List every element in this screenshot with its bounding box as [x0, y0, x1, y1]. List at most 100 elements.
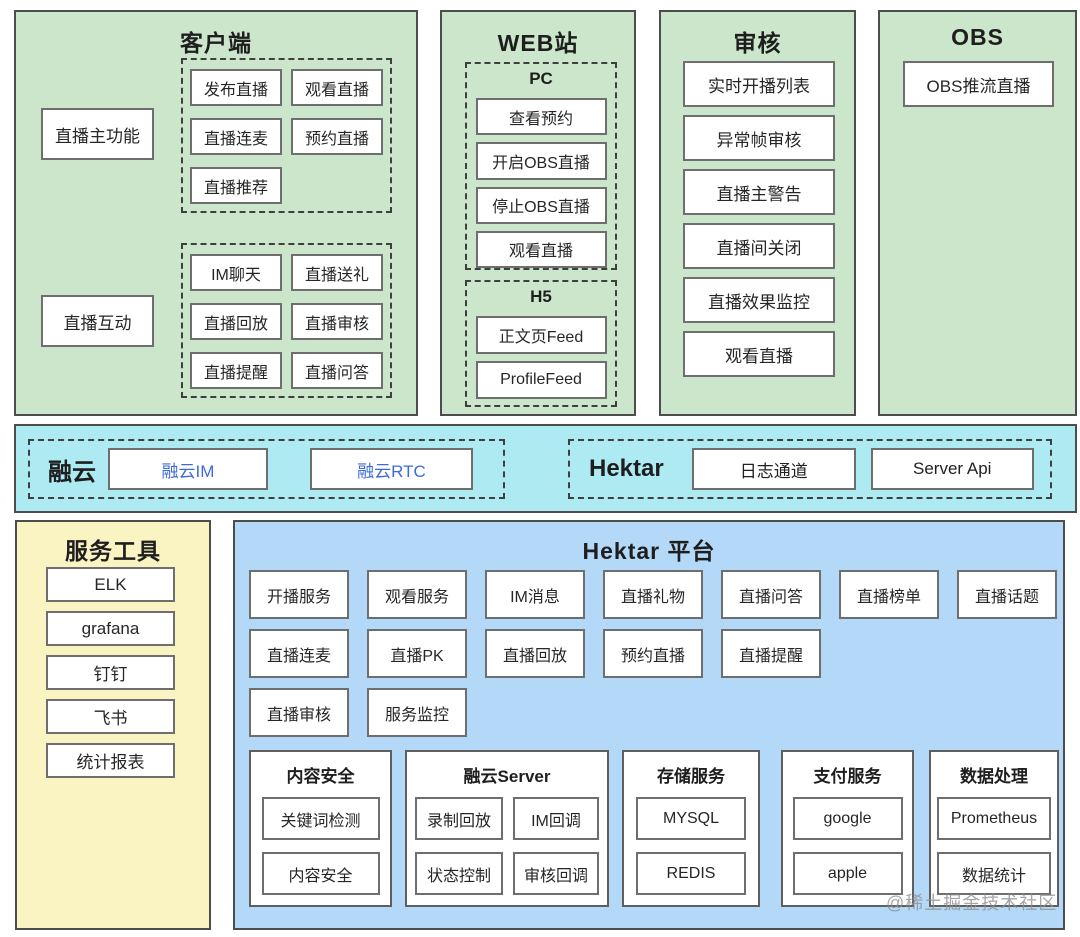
- group-item: Prometheus: [937, 797, 1051, 840]
- obs-item: OBS推流直播: [903, 61, 1054, 107]
- web-h5-item: 正文页Feed: [475, 316, 607, 354]
- rongcloud-item: 融云RTC: [310, 448, 473, 490]
- platform-service: 开播服务: [249, 570, 349, 619]
- rongcloud-group: 融云 融云IM 融云RTC: [28, 439, 505, 499]
- feature-box: 直播回放: [190, 303, 282, 340]
- review-item: 直播间关闭: [683, 223, 835, 269]
- feature-box: 直播推荐: [190, 167, 282, 204]
- group-item: 录制回放: [415, 797, 503, 840]
- platform-service: 服务监控: [367, 688, 467, 737]
- feature-box: 直播送礼: [291, 254, 383, 291]
- platform-service: 直播提醒: [721, 629, 821, 678]
- platform-service: 直播PK: [367, 629, 467, 678]
- feature-box: 发布直播: [190, 69, 282, 106]
- platform-services-row1: 开播服务 观看服务 IM消息 直播礼物 直播问答 直播榜单 直播话题: [249, 570, 1057, 619]
- web-pc-item: 停止OBS直播: [475, 186, 607, 224]
- hektar-gateway-item: 日志通道: [691, 448, 856, 490]
- tools-item-stack: ELK grafana 钉钉 飞书 统计报表: [46, 567, 175, 778]
- feature-box: 预约直播: [291, 118, 383, 155]
- platform-section: Hektar 平台 开播服务 观看服务 IM消息 直播礼物 直播问答 直播榜单 …: [233, 520, 1065, 930]
- hektar-gateway-label: Hektar: [589, 455, 664, 482]
- platform-services-row2: 直播连麦 直播PK 直播回放 预约直播 直播提醒: [249, 629, 821, 678]
- client-role-interact-box: 直播互动: [41, 295, 154, 347]
- web-pc-group: PC 查看预约 开启OBS直播 停止OBS直播 观看直播: [465, 62, 617, 270]
- platform-service: 直播回放: [485, 629, 585, 678]
- rongcloud-item: 融云IM: [108, 448, 268, 490]
- review-item: 直播效果监控: [683, 277, 835, 323]
- obs-section-title: OBS: [951, 24, 1004, 50]
- client-interact-feature-group: IM聊天 直播送礼 直播回放 直播审核 直播提醒 直播问答: [181, 243, 392, 398]
- platform-service: 直播审核: [249, 688, 349, 737]
- tools-section: 服务工具 ELK grafana 钉钉 飞书 统计报表: [15, 520, 211, 930]
- group-item: google: [792, 797, 903, 840]
- review-section: 审核 实时开播列表 异常帧审核 直播主警告 直播间关闭 直播效果监控 观看直播: [659, 10, 856, 416]
- platform-service: IM消息: [485, 570, 585, 619]
- review-item: 异常帧审核: [683, 115, 835, 161]
- feature-box: 直播提醒: [190, 352, 282, 389]
- review-item: 观看直播: [683, 331, 835, 377]
- group-item: apple: [792, 852, 903, 895]
- group-item: 审核回调: [513, 852, 599, 895]
- content-security-title: 内容安全: [286, 767, 355, 786]
- rongcloud-label: 融云: [48, 458, 96, 486]
- web-pc-label: PC: [529, 69, 553, 88]
- platform-service: 直播连麦: [249, 629, 349, 678]
- data-processing-group: 数据处理 Prometheus 数据统计: [929, 750, 1059, 907]
- web-pc-item: 观看直播: [475, 230, 607, 268]
- group-item: 数据统计: [937, 852, 1051, 895]
- feature-box: IM聊天: [190, 254, 282, 291]
- client-section: 客户端 直播主功能 直播互动 发布直播 观看直播 直播连麦 预约直播 直播推荐 …: [14, 10, 418, 416]
- tool-item: grafana: [46, 611, 175, 646]
- hektar-gateway-item: Server Api: [870, 448, 1034, 490]
- rongcloud-server-group: 融云Server 录制回放 IM回调 状态控制 审核回调: [405, 750, 609, 907]
- review-item: 实时开播列表: [683, 61, 835, 107]
- obs-section: OBS OBS推流直播: [878, 10, 1077, 416]
- payment-group: 支付服务 google apple: [781, 750, 914, 907]
- payment-title: 支付服务: [813, 767, 882, 786]
- tool-item: 钉钉: [46, 655, 175, 690]
- web-h5-group: H5 正文页Feed ProfileFeed: [465, 280, 617, 407]
- storage-title: 存储服务: [657, 767, 725, 786]
- rongcloud-server-title: 融云Server: [463, 767, 551, 786]
- platform-services-row3: 直播审核 服务监控: [249, 688, 467, 737]
- client-role-host-box: 直播主功能: [41, 108, 154, 160]
- platform-service: 直播话题: [957, 570, 1057, 619]
- web-pc-item: 开启OBS直播: [475, 142, 607, 180]
- feature-box: 观看直播: [291, 69, 383, 106]
- web-h5-label: H5: [530, 287, 552, 306]
- tool-item: 统计报表: [46, 743, 175, 778]
- web-h5-item: ProfileFeed: [475, 361, 607, 399]
- middleware-band: 融云 融云IM 融云RTC Hektar 日志通道 Server Api: [14, 424, 1077, 513]
- feature-box: 直播连麦: [190, 118, 282, 155]
- platform-service: 直播榜单: [839, 570, 939, 619]
- group-item: 状态控制: [415, 852, 503, 895]
- data-processing-title: 数据处理: [960, 767, 1028, 786]
- storage-group: 存储服务 MYSQL REDIS: [622, 750, 760, 907]
- web-pc-item: 查看预约: [475, 98, 607, 136]
- group-item: IM回调: [513, 797, 599, 840]
- content-security-group: 内容安全 关键词检测 内容安全: [249, 750, 392, 907]
- group-item: REDIS: [636, 852, 746, 895]
- feature-box: 直播问答: [291, 352, 383, 389]
- review-item: 直播主警告: [683, 169, 835, 215]
- tool-item: ELK: [46, 567, 175, 602]
- review-item-stack: 实时开播列表 异常帧审核 直播主警告 直播间关闭 直播效果监控 观看直播: [683, 61, 835, 377]
- hektar-gateway-group: Hektar 日志通道 Server Api: [568, 439, 1052, 499]
- tool-item: 飞书: [46, 699, 175, 734]
- group-item: 内容安全: [261, 852, 380, 895]
- group-item: MYSQL: [636, 797, 746, 840]
- review-section-title: 审核: [733, 30, 782, 56]
- platform-service: 预约直播: [603, 629, 703, 678]
- platform-service: 观看服务: [367, 570, 467, 619]
- platform-service: 直播礼物: [603, 570, 703, 619]
- platform-service: 直播问答: [721, 570, 821, 619]
- client-host-feature-group: 发布直播 观看直播 直播连麦 预约直播 直播推荐: [181, 58, 392, 213]
- client-section-title: 客户端: [180, 30, 252, 56]
- feature-box: 直播审核: [291, 303, 383, 340]
- platform-section-title: Hektar 平台: [582, 538, 716, 564]
- group-item: 关键词检测: [261, 797, 380, 840]
- watermark: @稀土掘金技术社区: [886, 893, 1058, 913]
- tools-section-title: 服务工具: [65, 538, 161, 564]
- web-section: WEB站 PC 查看预约 开启OBS直播 停止OBS直播 观看直播 H5 正文页…: [440, 10, 636, 416]
